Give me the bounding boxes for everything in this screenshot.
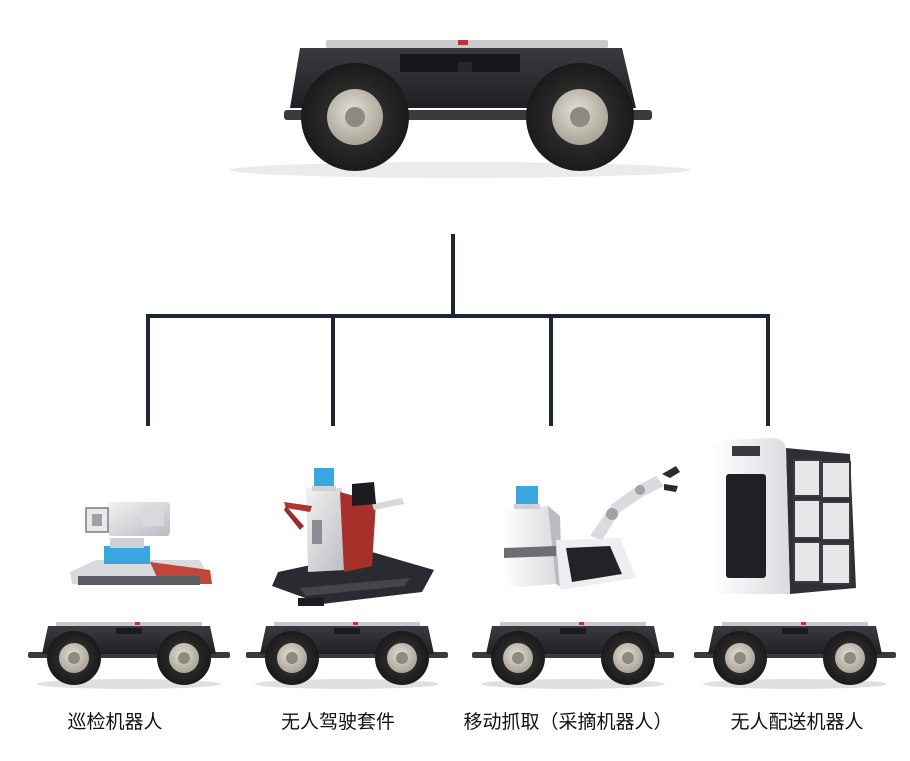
root-chassis-robot-icon bbox=[230, 40, 690, 178]
autonomous-driving-kit-icon bbox=[272, 468, 434, 606]
label-mobile-grasping-robot: 移动抓取（采摘机器人） bbox=[463, 711, 673, 733]
label-autonomous-driving-kit: 无人驾驶套件 bbox=[280, 711, 395, 733]
mobile-grasping-robot-icon bbox=[504, 466, 680, 590]
tree-connectors bbox=[146, 234, 770, 426]
label-delivery-robot: 无人配送机器人 bbox=[730, 711, 864, 733]
label-inspection-robot: 巡检机器人 bbox=[67, 711, 163, 733]
inspection-robot-icon bbox=[70, 502, 212, 585]
delivery-robot-icon bbox=[712, 438, 856, 594]
